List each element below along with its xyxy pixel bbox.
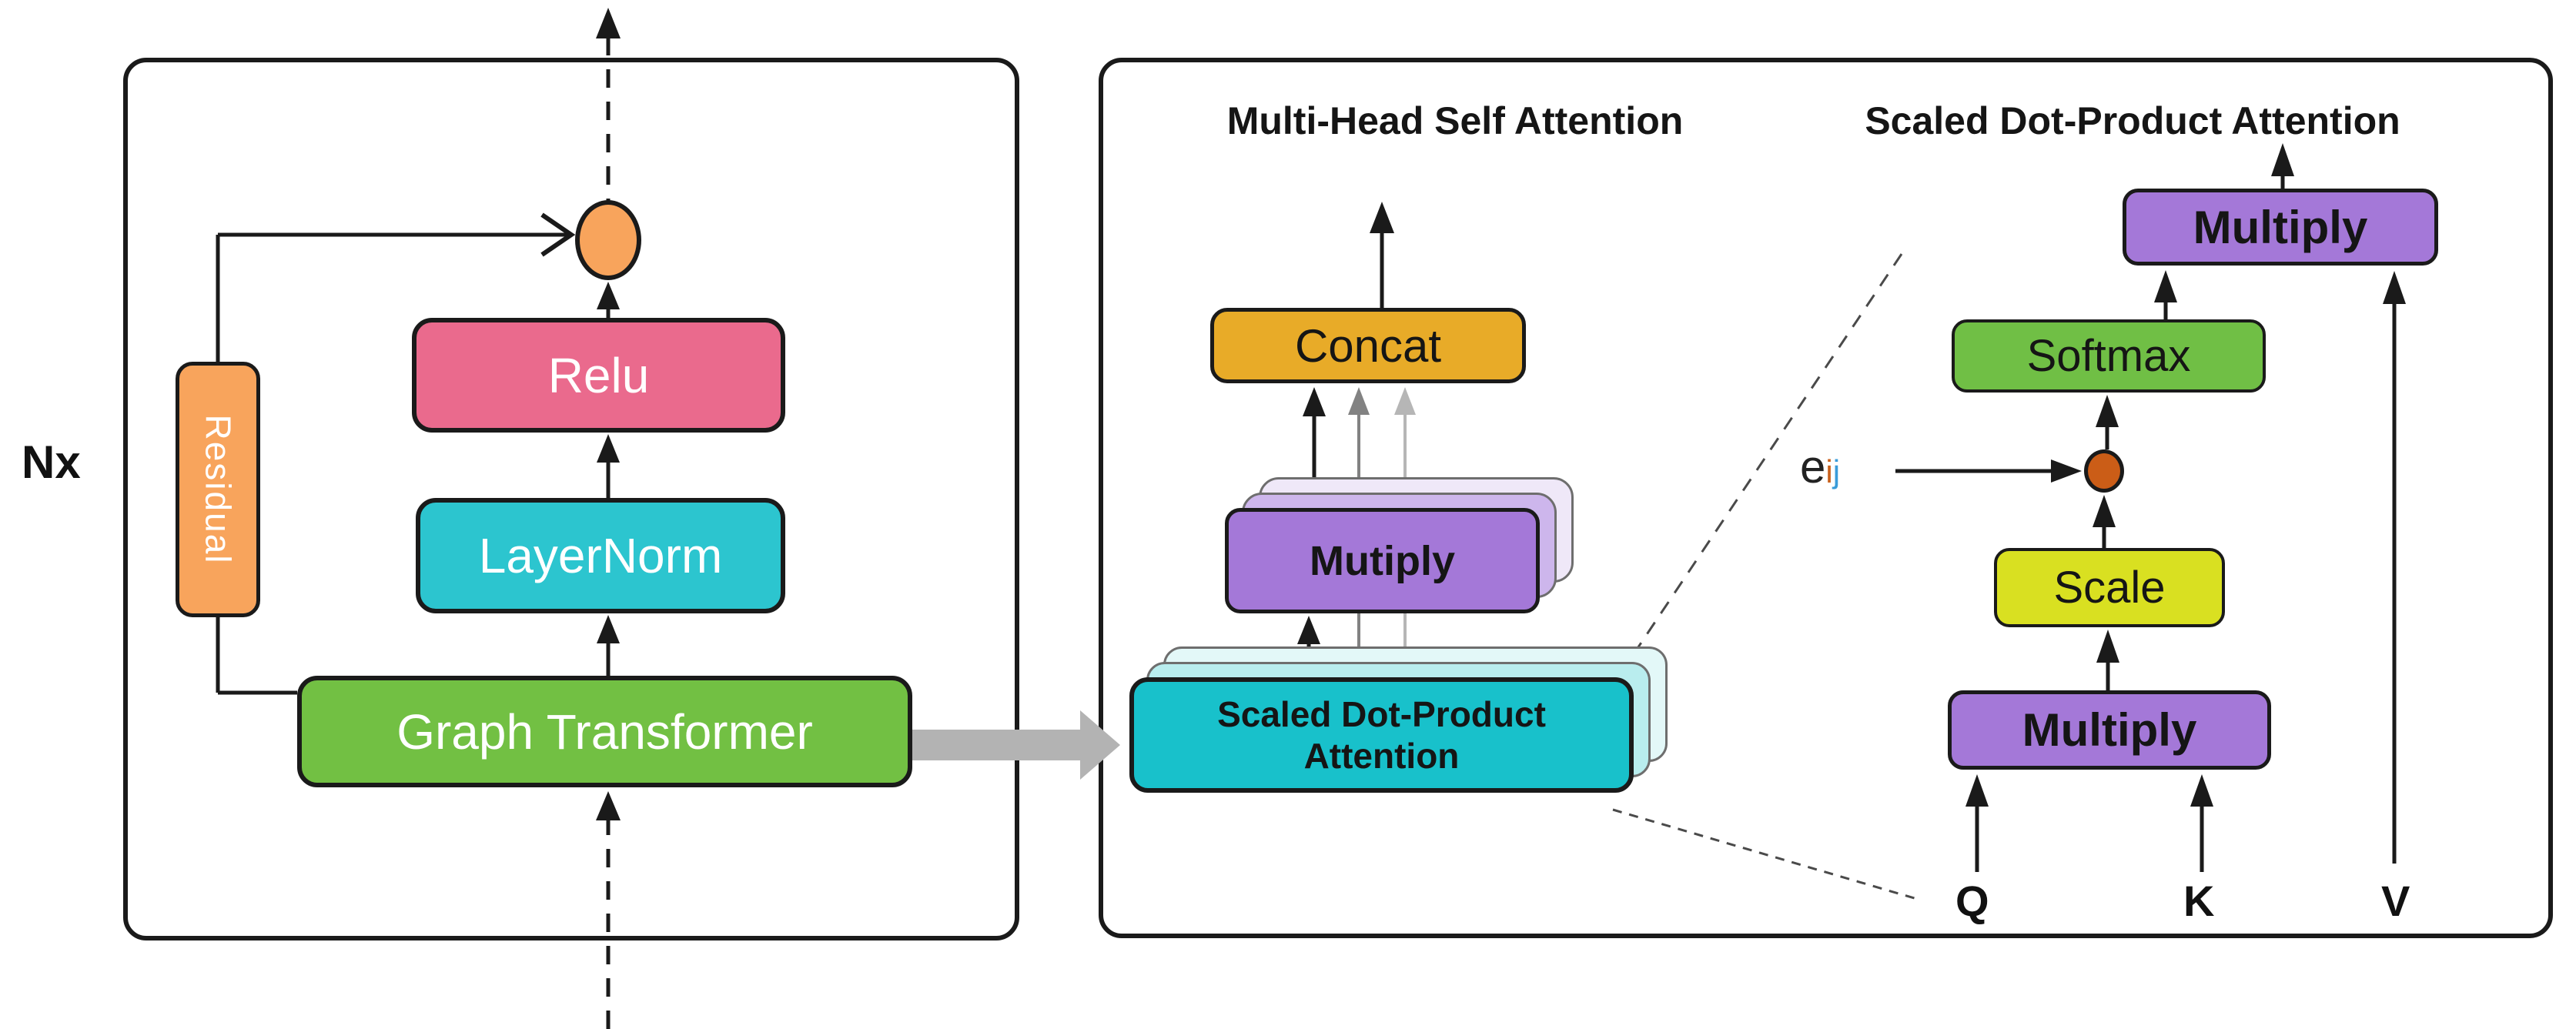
gt-to-layernorm-arrowhead-icon [597,615,620,643]
enode-to-softmax-arrowhead-icon [2096,395,2119,427]
softmax-to-multiply-arrowhead-icon [2154,270,2177,302]
v-input-arrowhead-icon [2383,271,2406,304]
multiply-stack-box: Mutiply [1225,508,1540,613]
softmax-box: Softmax [1952,319,2266,393]
graph-transformer-box: Graph Transformer [297,676,912,787]
output-arrowhead-icon [596,8,621,38]
eij-sub-j: j [1832,453,1841,489]
multiply-to-scale-arrowhead-icon [2096,630,2119,663]
sdpa-stack-box: Scaled Dot-Product Attention [1129,677,1634,793]
attention-detail-panel [1099,58,2553,938]
concat-box: Concat [1210,308,1526,383]
layernorm-box: LayerNorm [416,498,785,613]
relu-to-add-arrowhead-icon [597,282,620,309]
residual-box: Residual [176,362,260,617]
sdpa-to-multiply-arrowhead-icon [1297,616,1320,644]
residual-chevron-arrowhead-icon [540,212,576,257]
eij-node-icon [2084,449,2124,493]
eij-base: e [1800,441,1826,493]
head2-arrowhead-icon [1348,387,1370,415]
repeat-count-label: Nx [22,436,81,488]
eij-to-enode-arrowhead-icon [2051,459,2082,483]
k-input-label: K [2183,877,2215,925]
zoom-dashed-upper [1604,253,1903,697]
eij-sub-i: i [1825,453,1833,489]
layernorm-to-relu-arrowhead-icon [597,434,620,463]
encoder-layer-panel [123,58,1019,940]
zoom-dashed-lower [1612,808,1918,900]
input-arrowhead-icon [596,791,621,820]
transition-gray-arrow-icon [912,710,1120,780]
scale-to-enode-arrowhead-icon [2093,495,2116,527]
multiply-to-concat-arrowhead-icon [1303,387,1326,416]
sdpa-title: Scaled Dot-Product Attention [1865,99,2400,142]
scale-box: Scale [1994,548,2225,627]
residual-label: Residual [198,414,238,565]
multiply-bottom-box: Multiply [1948,690,2271,770]
sdpa-output-arrowhead-icon [2271,143,2294,176]
k-input-arrowhead-icon [2190,774,2213,807]
q-input-arrowhead-icon [1965,774,1989,807]
head3-arrowhead-icon [1394,387,1416,415]
add-node-icon [575,200,641,280]
q-input-label: Q [1955,877,1989,925]
multiply-top-box: Multiply [2123,189,2438,266]
mhsa-title: Multi-Head Self Attention [1226,99,1684,142]
concat-output-arrowhead-icon [1370,202,1394,233]
relu-box: Relu [412,318,785,433]
eij-label: eij [1800,440,1840,493]
v-input-label: V [2381,877,2410,925]
